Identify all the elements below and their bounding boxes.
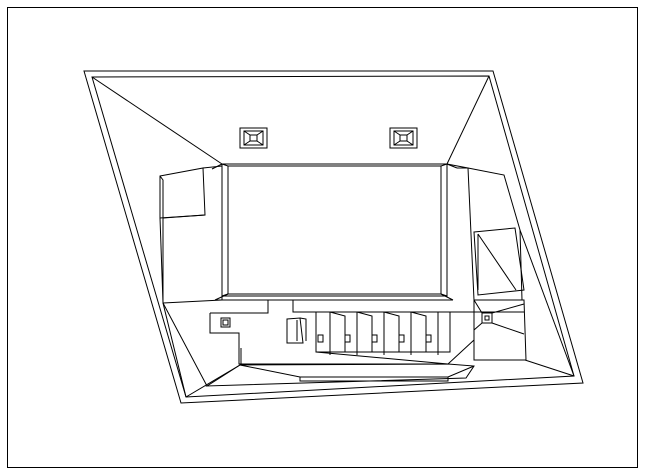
base-band <box>205 363 475 387</box>
roof-hip-lines <box>91 75 575 398</box>
column-1 <box>317 312 331 355</box>
left-roof-lines <box>159 217 575 398</box>
lower-service-strip <box>209 299 475 365</box>
portico <box>315 311 451 365</box>
skylight-left <box>239 127 268 149</box>
column-2 <box>344 312 358 355</box>
skylight-right <box>389 127 418 149</box>
frame-border <box>7 7 638 468</box>
left-wing <box>159 165 223 304</box>
small-shaft <box>220 317 231 328</box>
central-courtyard <box>211 163 458 301</box>
column-4 <box>398 312 412 355</box>
right-stair <box>473 299 527 361</box>
column-5 <box>425 312 439 355</box>
column-3 <box>371 312 385 355</box>
right-wing <box>446 163 525 301</box>
entrance-door <box>286 317 304 344</box>
